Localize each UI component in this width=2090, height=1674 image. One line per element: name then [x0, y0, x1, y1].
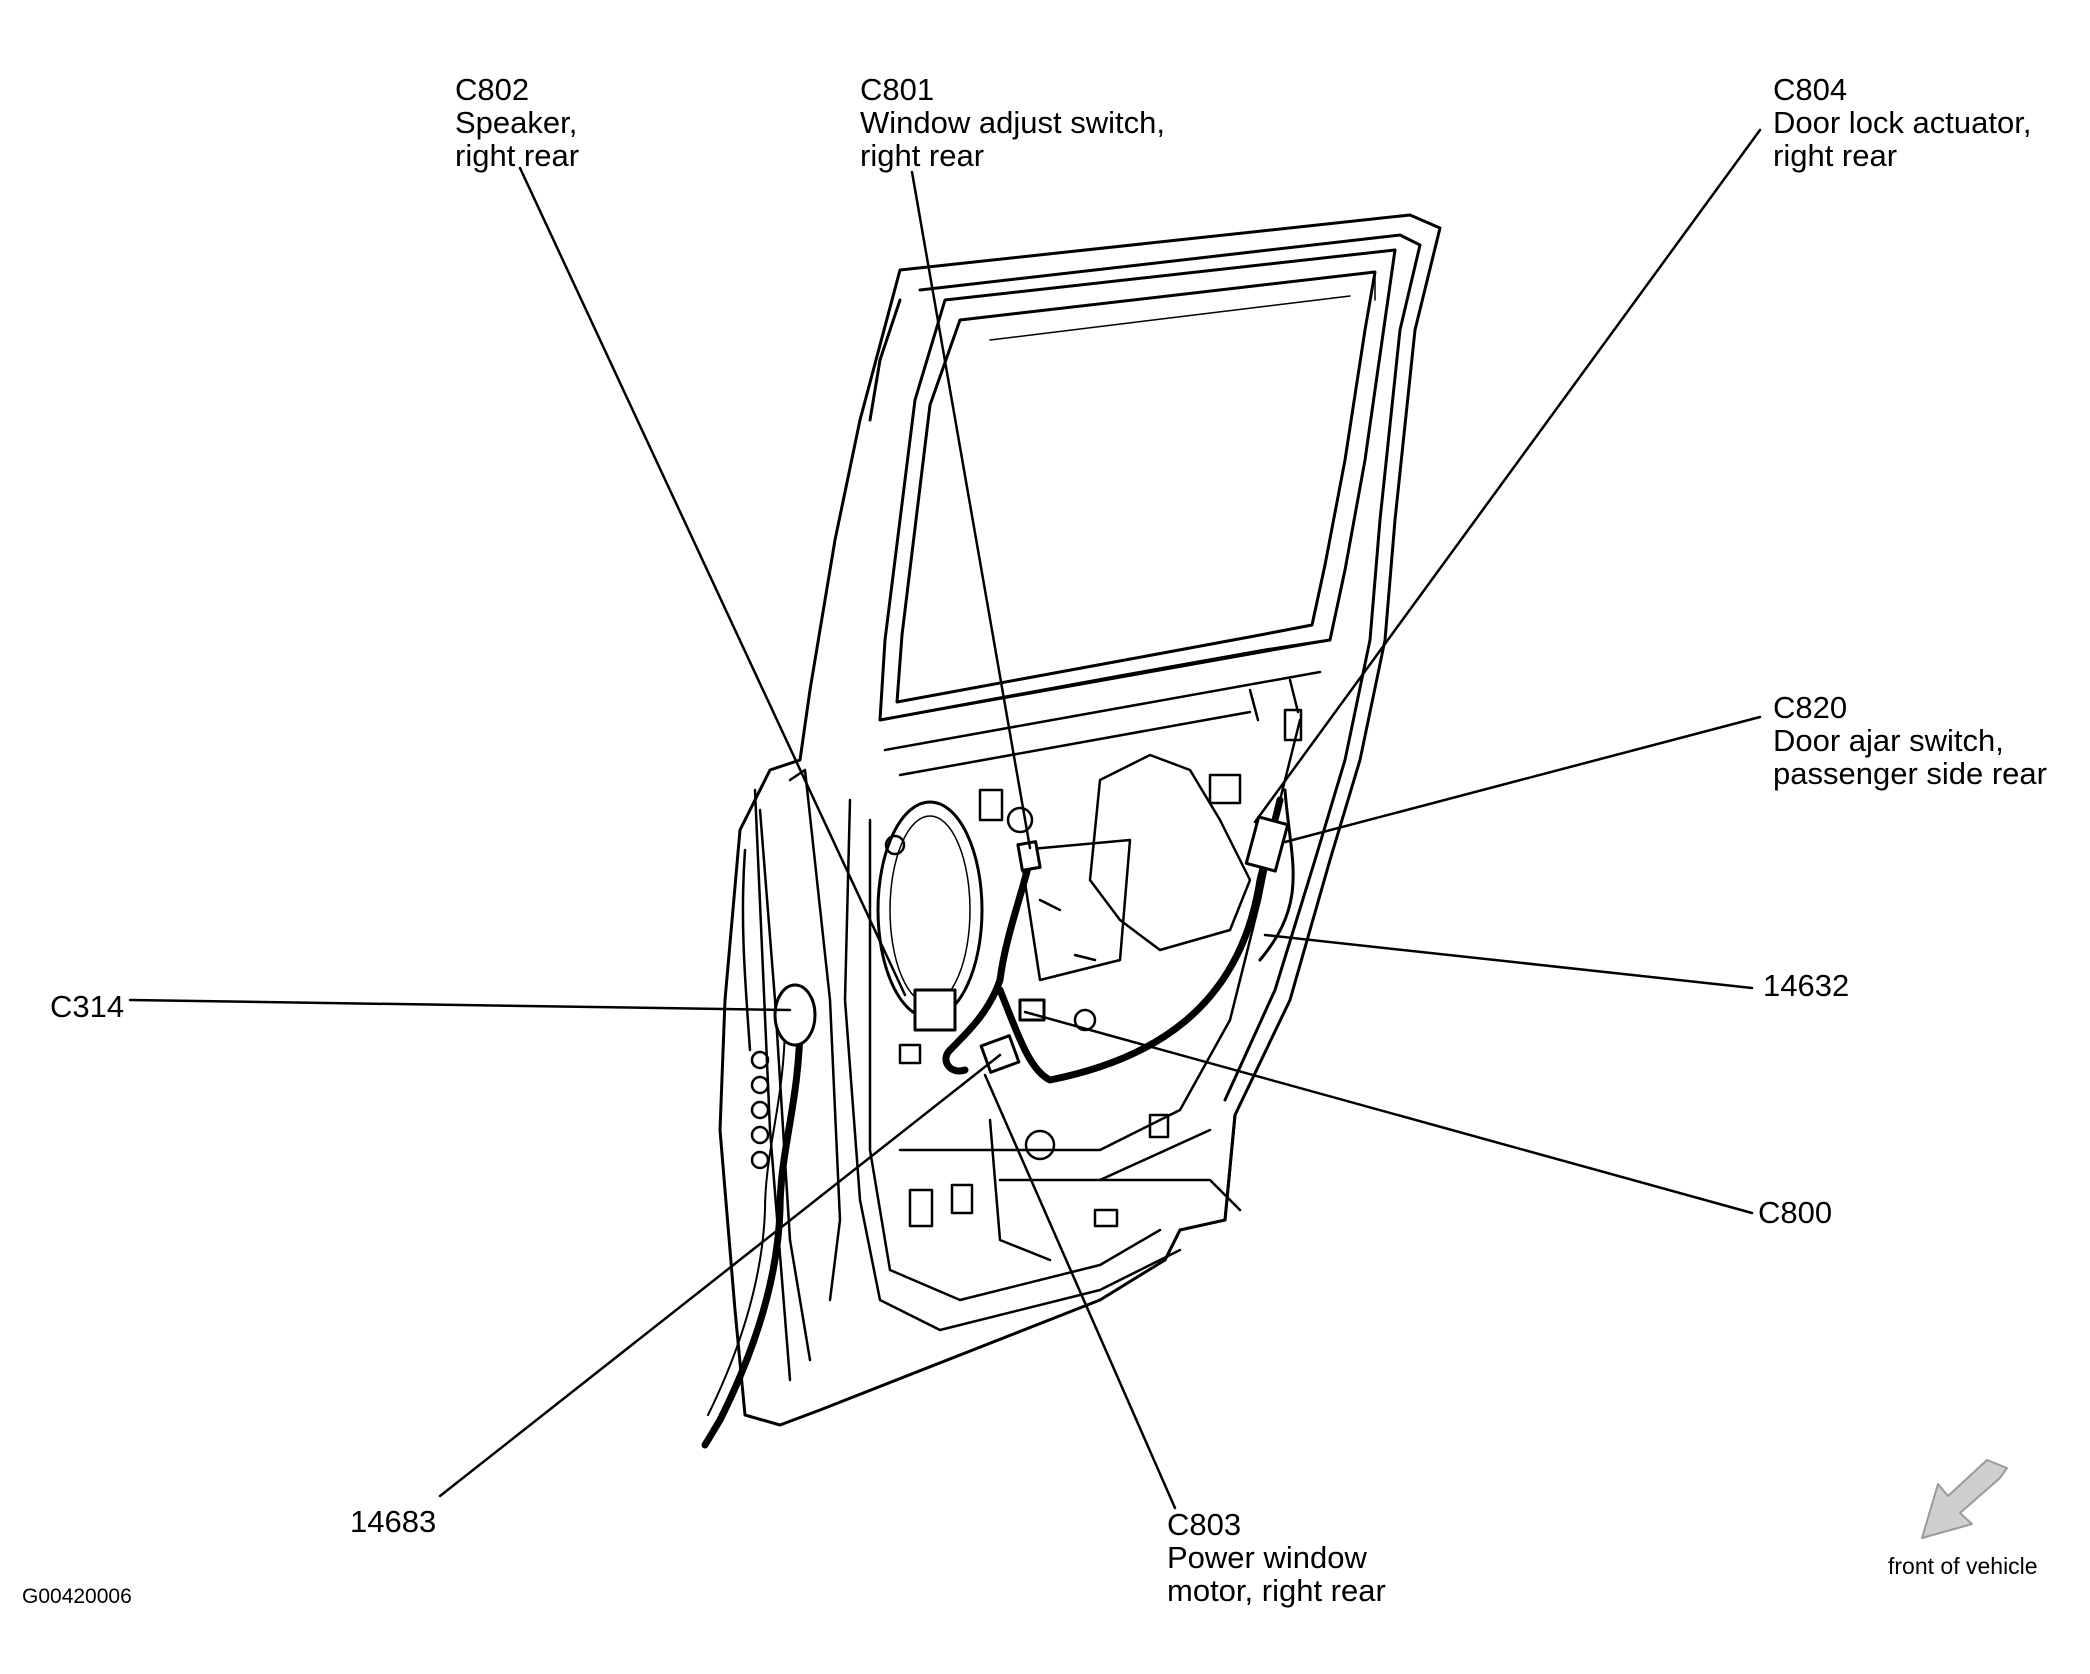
callout-14632: 14632 [1763, 969, 1849, 1002]
callout-c801: C801 Window adjust switch, right rear [860, 73, 1165, 172]
callout-c804: C804 Door lock actuator, right rear [1773, 73, 2031, 172]
inner-panel [758, 718, 1302, 1362]
connectors [773, 815, 1290, 1074]
callout-c820: C820 Door ajar switch, passenger side re… [1773, 691, 2047, 790]
callout-c804-line3: right rear [1773, 138, 1898, 173]
belt-rail [878, 638, 1332, 777]
hinge-rail [741, 788, 792, 1382]
callout-c803-line2: Power window [1167, 1540, 1367, 1575]
callout-c801-line2: Window adjust switch, [860, 105, 1165, 140]
callout-c802-line2: Speaker, [455, 105, 578, 140]
wiring-harness [701, 788, 1295, 1449]
callout-c803-line1: C803 [1167, 1507, 1242, 1542]
speaker-opening [876, 800, 984, 1020]
callout-c820-line1: C820 [1773, 690, 1848, 725]
door-outer-shell [718, 213, 1442, 1427]
callout-c802-line1: C802 [455, 72, 530, 107]
callout-c801-line1: C801 [860, 72, 935, 107]
callout-c803-line3: motor, right rear [1167, 1573, 1386, 1608]
callout-c800: C800 [1758, 1196, 1832, 1229]
callout-c801-line3: right rear [860, 138, 985, 173]
callout-c820-line2: Door ajar switch, [1773, 723, 2004, 758]
figure-id: G00420006 [22, 1585, 132, 1608]
callout-c314: C314 [50, 990, 124, 1023]
panel-holes [884, 708, 1303, 1228]
front-of-vehicle-label: front of vehicle [1888, 1553, 2038, 1579]
callout-14632-line1: 14632 [1763, 968, 1850, 1003]
callout-c804-line2: Door lock actuator, [1773, 105, 2032, 140]
window-opening [878, 248, 1397, 722]
callout-c803: C803 Power window motor, right rear [1167, 1508, 1386, 1607]
callout-c802: C802 Speaker, right rear [455, 73, 579, 172]
callout-c804-line1: C804 [1773, 72, 1848, 107]
callout-c820-line3: passenger side rear [1773, 756, 2047, 791]
callout-14683-line1: 14683 [350, 1504, 437, 1539]
callout-c800-line1: C800 [1758, 1195, 1833, 1230]
leader-lines [128, 128, 1762, 1510]
callout-c802-line3: right rear [455, 138, 580, 173]
access-cutout [1018, 753, 1252, 982]
front-of-vehicle-arrow-icon [1921, 1459, 2008, 1539]
callout-14683: 14683 [350, 1505, 436, 1538]
callout-c314-line1: C314 [50, 989, 125, 1024]
